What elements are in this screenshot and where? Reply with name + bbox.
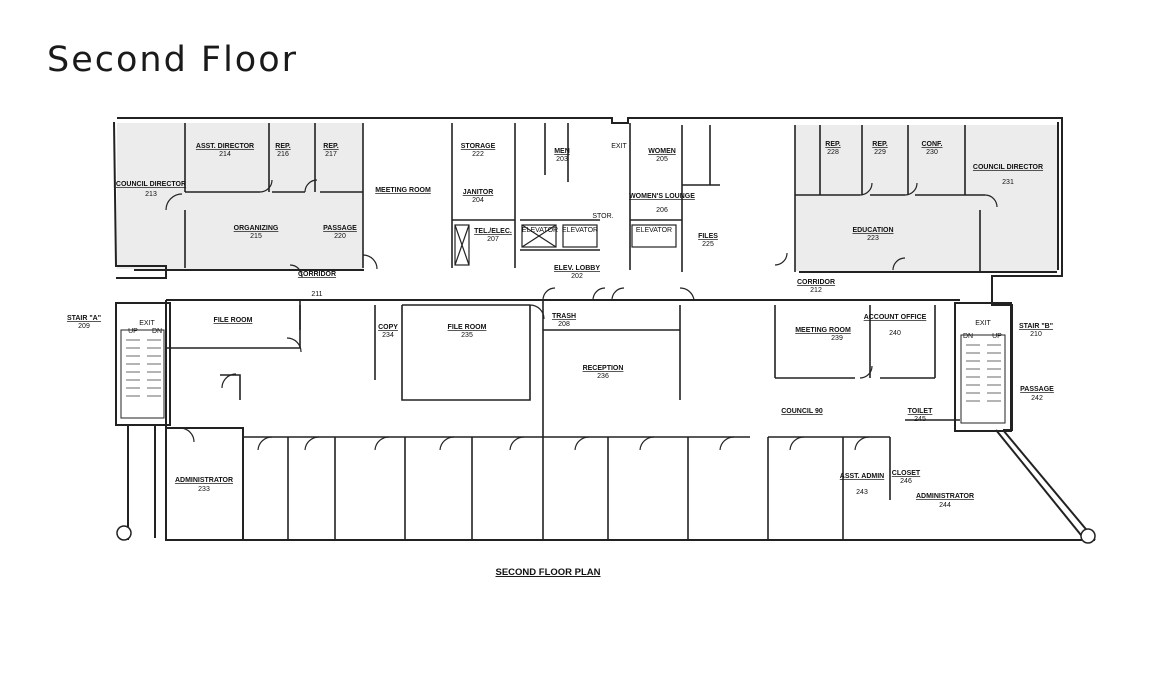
num-trash: 208	[558, 321, 570, 328]
column-marker-left	[116, 525, 132, 541]
num-administrator-244: 244	[939, 502, 951, 509]
label-up-stair-b: UP	[992, 333, 1002, 340]
label-stor: STOR.	[592, 213, 613, 220]
label-conf: CONF.	[922, 141, 943, 148]
num-closet: 246	[900, 478, 912, 485]
label-council-director-231: COUNCIL DIRECTOR	[973, 164, 1043, 171]
label-reception: RECEPTION	[583, 365, 624, 372]
num-council-director-213: 213	[145, 191, 157, 198]
num-tel-elec: 207	[487, 236, 499, 243]
label-elev-lobby: ELEV. LOBBY	[554, 265, 600, 272]
door-swings	[165, 179, 998, 451]
num-meeting-room-239: 239	[831, 335, 843, 342]
shaded-west-wing	[117, 123, 363, 269]
label-men: MEN	[554, 148, 570, 155]
label-elevator-3: ELEVATOR	[636, 227, 672, 234]
label-tel-elec: TEL./ELEC.	[474, 228, 512, 235]
column-marker-right	[1080, 528, 1096, 544]
label-dn-stair-b: DN	[963, 333, 973, 340]
label-copy: COPY	[378, 324, 398, 331]
num-stair-b: 210	[1030, 331, 1042, 338]
label-rep-217: REP.	[323, 143, 338, 150]
lower-interior-walls	[166, 300, 960, 540]
label-meeting-room-top: MEETING ROOM	[375, 187, 431, 194]
num-corridor-212: 212	[810, 287, 822, 294]
num-administrator-233: 233	[198, 486, 210, 493]
num-council-director-231: 231	[1002, 179, 1014, 186]
num-stair-a: 209	[78, 323, 90, 330]
label-organizing: ORGANIZING	[234, 225, 279, 232]
walls	[113, 117, 1096, 541]
label-toilet: TOILET	[908, 408, 933, 415]
label-trash: TRASH	[552, 313, 576, 320]
label-passage-220: PASSAGE	[323, 225, 357, 232]
num-reception: 236	[597, 373, 609, 380]
num-womens-lounge: 206	[656, 207, 668, 214]
num-asst-admin: 243	[856, 489, 868, 496]
label-corridor-211: CORRIDOR	[298, 271, 336, 278]
num-file-room-235: 235	[461, 332, 473, 339]
page-title: Second Floor	[47, 40, 299, 80]
label-file-room-235: FILE ROOM	[448, 324, 487, 331]
label-stair-a: STAIR "A"	[67, 315, 101, 322]
num-account-office: 240	[889, 330, 901, 337]
label-dn-stair-a: DN	[152, 328, 162, 335]
label-meeting-room-239: MEETING ROOM	[795, 327, 851, 334]
label-administrator-244: ADMINISTRATOR	[916, 493, 974, 500]
num-corridor-211: 211	[311, 291, 322, 298]
num-conf: 230	[926, 149, 938, 156]
label-janitor: JANITOR	[463, 189, 494, 196]
label-exit-top: EXIT	[611, 143, 627, 150]
label-closet: CLOSET	[892, 470, 921, 477]
num-toilet: 245	[914, 416, 926, 423]
label-administrator-233: ADMINISTRATOR	[175, 477, 233, 484]
label-asst-director: ASST. DIRECTOR	[196, 143, 254, 150]
elevators	[454, 224, 677, 266]
num-rep-228: 228	[827, 149, 839, 156]
label-up-stair-a: UP	[128, 328, 138, 335]
label-files: FILES	[698, 233, 718, 240]
label-corridor-212: CORRIDOR	[797, 279, 835, 286]
label-elevator-1: ELEVATOR	[522, 227, 558, 234]
num-women: 205	[656, 156, 668, 163]
label-council-90: COUNCIL 90	[781, 408, 823, 415]
label-council-director-213: COUNCIL DIRECTOR	[116, 181, 186, 188]
interior-walls	[184, 123, 985, 272]
num-passage-220: 220	[334, 233, 346, 240]
num-men: 203	[556, 156, 568, 163]
num-copy: 234	[382, 332, 394, 339]
room-labels: ASST. DIRECTOR 214 REP. 216 REP. 217 COU…	[67, 141, 1054, 509]
num-files: 225	[702, 241, 714, 248]
label-account-office: ACCOUNT OFFICE	[864, 314, 927, 321]
label-women: WOMEN	[648, 148, 676, 155]
label-rep-216: REP.	[275, 143, 290, 150]
label-rep-228: REP.	[825, 141, 840, 148]
num-janitor: 204	[472, 197, 484, 204]
label-asst-admin: ASST. ADMIN	[840, 473, 884, 480]
label-stair-b: STAIR "B"	[1019, 323, 1053, 330]
stair-treads	[126, 339, 1001, 402]
label-exit-stair-b: EXIT	[975, 320, 991, 327]
num-rep-216: 216	[277, 151, 289, 158]
num-rep-217: 217	[325, 151, 337, 158]
num-storage: 222	[472, 151, 484, 158]
label-rep-229: REP.	[872, 141, 887, 148]
num-rep-229: 229	[874, 149, 886, 156]
label-education: EDUCATION	[852, 227, 893, 234]
label-file-room-left: FILE ROOM	[214, 317, 253, 324]
label-storage: STORAGE	[461, 143, 496, 150]
num-asst-director: 214	[219, 151, 231, 158]
num-education: 223	[867, 235, 879, 242]
label-passage-242: PASSAGE	[1020, 386, 1054, 393]
plan-caption: SECOND FLOOR PLAN	[495, 567, 600, 578]
num-organizing: 215	[250, 233, 262, 240]
num-passage-242: 242	[1031, 395, 1043, 402]
shaded-east-wing	[795, 125, 1057, 271]
label-exit-stair-a: EXIT	[139, 320, 155, 327]
num-elev-lobby: 202	[571, 273, 583, 280]
label-womens-lounge: WOMEN'S LOUNGE	[629, 193, 695, 200]
label-elevator-2: ELEVATOR	[562, 227, 598, 234]
